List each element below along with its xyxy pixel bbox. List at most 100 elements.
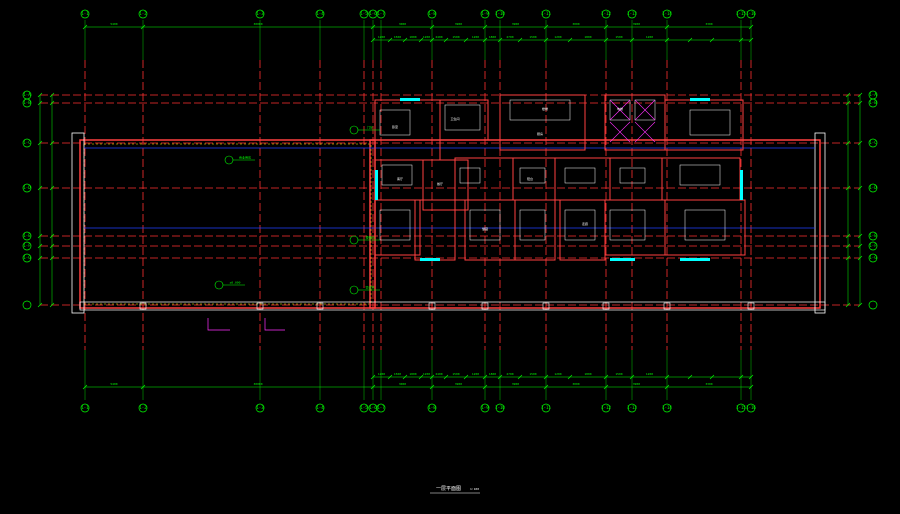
axis-bubble-bottom: [359, 403, 369, 413]
unit-wall: [439, 99, 489, 141]
dim-top-detail-label: 1200: [554, 35, 561, 39]
dim-bottom-detail-label: 1500: [615, 372, 622, 376]
unit-wall: [604, 199, 666, 256]
axis-label-bottom: 1-5: [360, 405, 368, 410]
hall-outer-wall: [79, 139, 376, 309]
dim-top-overall-label: 3000: [572, 22, 579, 26]
axis-bubble-bottom: [495, 403, 505, 413]
dim-side-tick: [845, 233, 851, 239]
axis-label-bottom: 1-4: [316, 405, 324, 410]
elevator-cross-b: [634, 121, 656, 143]
dim-bottom-detail-tick: [402, 374, 408, 380]
axis-bubble-bottom: [376, 403, 386, 413]
furniture-outline: [564, 209, 596, 241]
dim-side-tick: [37, 185, 43, 191]
annotation-label: 楼梯间: [365, 235, 374, 240]
furniture-outline: [564, 167, 596, 184]
axis-bubble-top: [315, 9, 325, 19]
axis-label-right: 1-B: [869, 100, 877, 105]
window: [400, 98, 420, 101]
dim-top-detail-label: 1800: [584, 35, 591, 39]
axis-bubble-right: [868, 138, 878, 148]
dim-bottom-overall-label: 3900: [512, 382, 519, 386]
annotation-marker: [349, 285, 359, 295]
axis-label-top: 1-1: [81, 11, 89, 16]
dim-top-overall-label: 3000: [399, 22, 406, 26]
axis-bubble-top: [255, 9, 265, 19]
dim-bottom-overall-tick: [748, 384, 754, 390]
axis-bubble-bottom: [746, 403, 756, 413]
axis-label-bottom: 1-14: [662, 405, 672, 410]
dim-side-tick: [857, 100, 863, 106]
dim-top-detail-tick: [748, 37, 754, 43]
annotation-label: 管道井: [365, 285, 374, 290]
elevator-cross-b: [609, 99, 631, 121]
axis-bubbles: 1-11-11-21-21-31-31-41-41-51-51-61-61-71…: [22, 9, 878, 413]
unit-wall: [454, 157, 514, 201]
axis-label-top: 1-4: [316, 11, 324, 16]
axis-bubble-top: [376, 9, 386, 19]
dim-side-tick: [49, 255, 55, 261]
dim-bottom-detail-label: 2400: [435, 372, 442, 376]
axis-label-left: 1-D: [23, 185, 31, 190]
axis-label-left: 1-A: [23, 92, 31, 97]
axis-label-bottom: 1-3: [256, 405, 264, 410]
dim-top-detail-tick: [603, 37, 609, 43]
dim-top-detail-tick: [463, 37, 469, 43]
axis-bubble-top: [480, 9, 490, 19]
dim-bottom-detail-label: 1200: [554, 372, 561, 376]
room-label: 厨房: [537, 131, 543, 136]
dim-bottom-overall-label: 30000: [253, 382, 262, 386]
axis-bubble-right: [868, 183, 878, 193]
dim-top-overall-label: 3300: [705, 22, 712, 26]
dim-top-overall-label: 3900: [455, 22, 462, 26]
axis-bubble-bottom: [601, 403, 611, 413]
column: [256, 302, 264, 310]
dim-top-detail-label: 2400: [435, 35, 442, 39]
axis-label-top: 1-14: [662, 11, 672, 16]
axis-bubble-left: [22, 300, 32, 310]
furniture-outline: [379, 209, 411, 241]
dim-top-detail-label: 1200: [378, 35, 385, 39]
unit-wall: [374, 199, 421, 256]
axis-label-top: 1-6: [369, 11, 377, 16]
annotation-label: 商业用房: [239, 155, 251, 160]
podium-right-wall: [369, 139, 821, 309]
axis-bubble-top: [662, 9, 672, 19]
room-label: 餐厅: [437, 181, 443, 186]
dim-bottom-detail-tick: [387, 374, 393, 380]
axis-bubble-right: [868, 231, 878, 241]
axis-label-bottom: 1-11: [541, 405, 551, 410]
axis-label-top: 1-2: [139, 11, 147, 16]
dim-bottom-detail-label: 1500: [394, 372, 401, 376]
dim-bottom-detail-label: 1200: [423, 372, 430, 376]
window: [610, 258, 635, 261]
axis-bubble-left: [22, 241, 32, 251]
furniture-outline: [444, 104, 481, 131]
axis-bubble-bottom: [315, 403, 325, 413]
dim-top-overall-tick: [82, 24, 88, 30]
dim-bottom-detail-tick: [418, 374, 424, 380]
dim-top-detail-tick: [543, 37, 549, 43]
dim-top-detail-tick: [443, 37, 449, 43]
axis-label-left: 1-C: [23, 140, 31, 145]
dim-bottom-overall-tick: [603, 384, 609, 390]
dim-side-tick: [857, 185, 863, 191]
dim-bottom-detail-tick: [443, 374, 449, 380]
dim-side-tick: [49, 140, 55, 146]
axis-label-bottom: 1-15: [736, 405, 746, 410]
axis-label-right: 1-A: [869, 92, 877, 97]
furniture-outline: [509, 99, 571, 121]
axis-bubble-top: [746, 9, 756, 19]
axis-bubble-top: [359, 9, 369, 19]
axis-bubble-bottom: [427, 403, 437, 413]
axis-label-bottom: 1-8: [428, 405, 436, 410]
dim-side-tick: [857, 243, 863, 249]
dim-side-tick: [37, 255, 43, 261]
window: [690, 98, 710, 101]
hall-inner-line: [83, 143, 372, 305]
column: [542, 302, 550, 310]
axis-label-top: 1-15: [736, 11, 746, 16]
